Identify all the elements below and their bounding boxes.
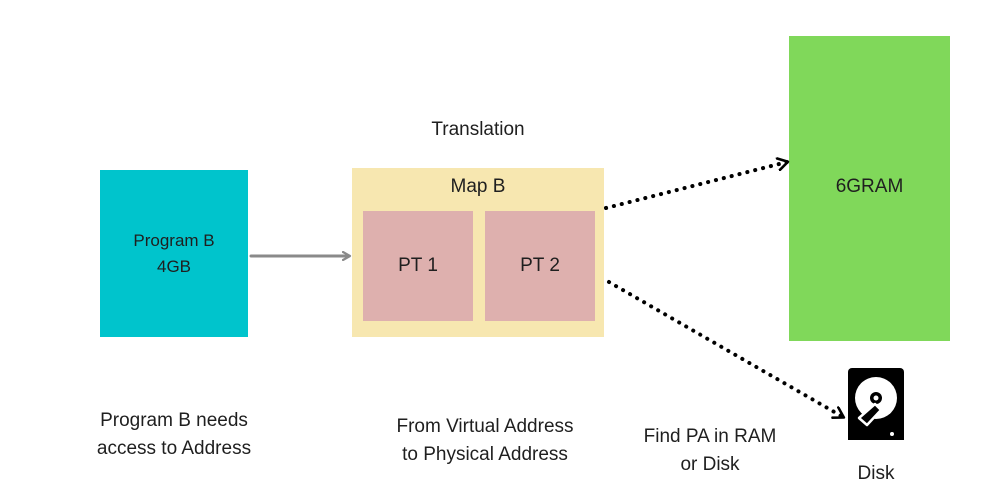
- program-b-name: Program B: [133, 230, 215, 250]
- program-b-block: Program B 4GB: [100, 170, 248, 337]
- program-caption-line-1: Program B needs: [100, 410, 248, 431]
- map-b-title: Map B: [450, 176, 506, 197]
- translation-label: Translation: [431, 119, 525, 140]
- program-b-label: Program B 4GB: [133, 228, 214, 280]
- ram-label: 6GRAM: [835, 176, 904, 197]
- address-translation-caption-line-1: From Virtual Address: [396, 416, 574, 437]
- hard-disk-icon: [848, 368, 904, 440]
- program-caption-line-2: access to Address: [96, 438, 252, 459]
- disk-label: Disk: [857, 463, 895, 484]
- map-to-ram-dotted-arrow: [604, 162, 787, 210]
- program-b-size: 4GB: [156, 256, 192, 276]
- page-table-2: PT 2: [485, 211, 595, 321]
- address-translation-caption: From Virtual Address to Physical Address: [365, 413, 605, 469]
- find-pa-caption-line-2: or Disk: [680, 454, 740, 475]
- page-table-1: PT 1: [363, 211, 473, 321]
- address-translation-caption-line-2: to Physical Address: [402, 444, 568, 465]
- find-pa-caption: Find PA in RAM or Disk: [612, 423, 808, 479]
- find-pa-caption-line-1: Find PA in RAM: [643, 426, 777, 447]
- program-caption: Program B needs access to Address: [64, 407, 284, 463]
